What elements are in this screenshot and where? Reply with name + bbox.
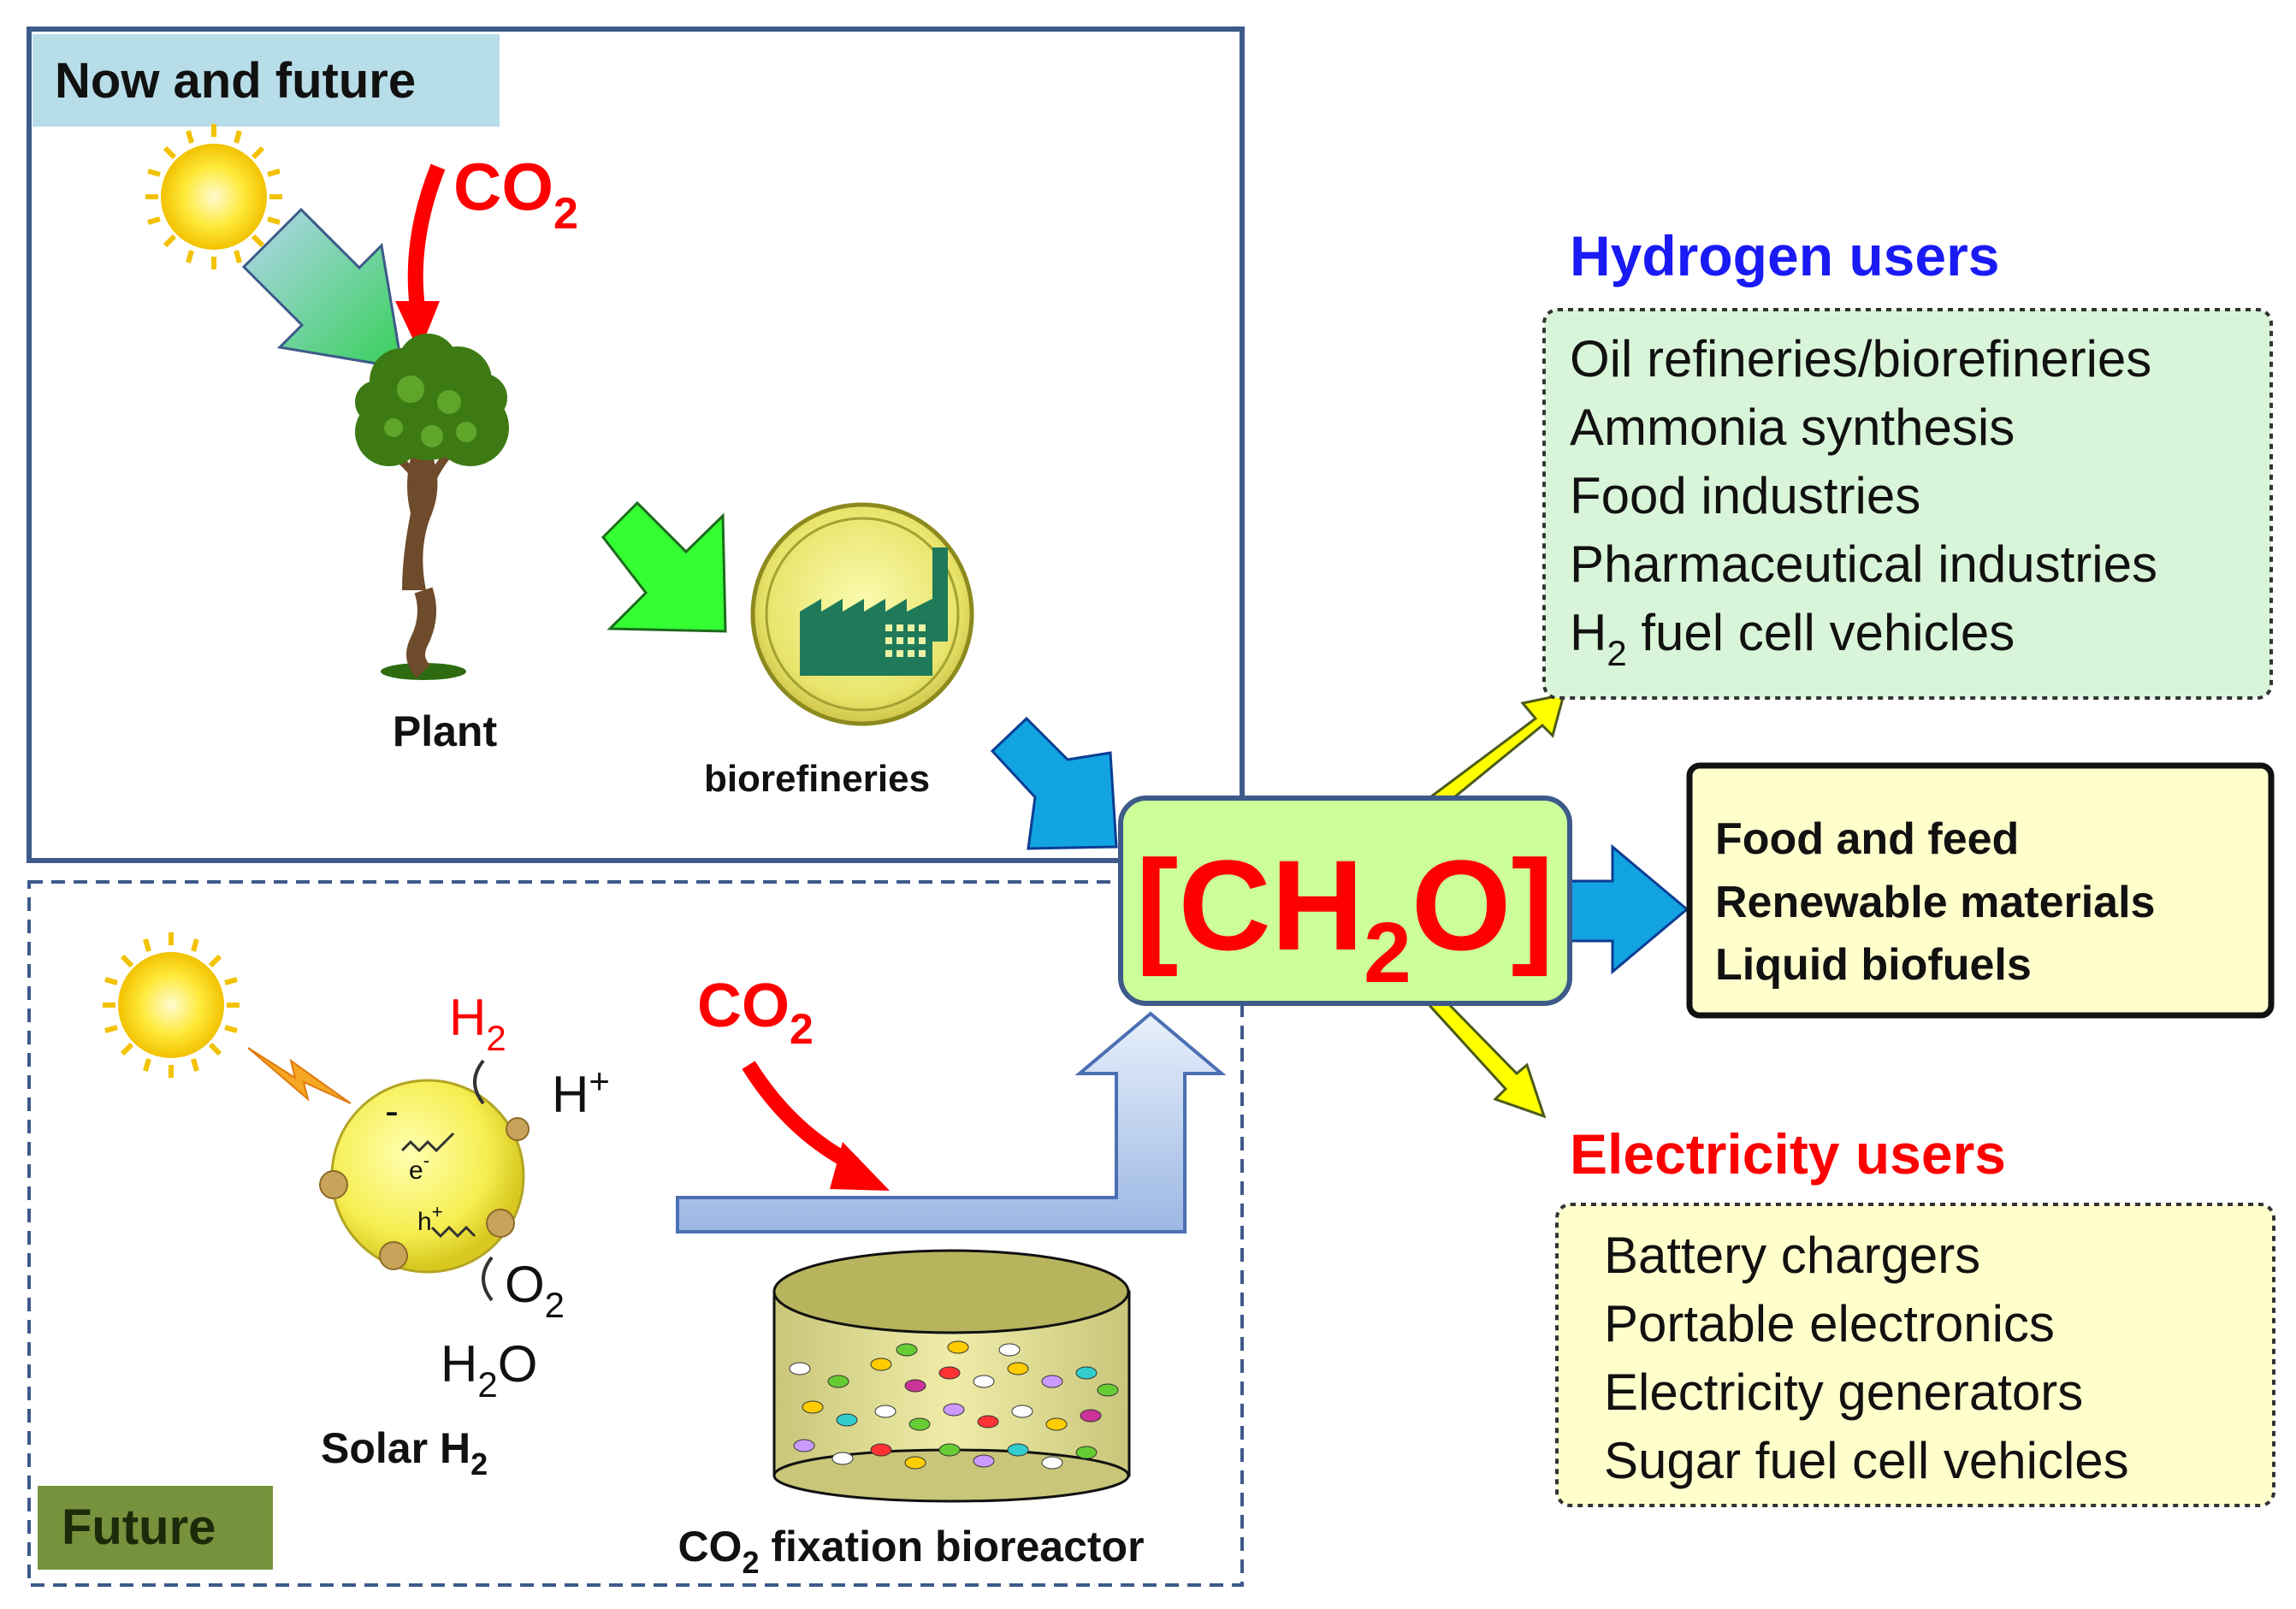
co2-arrow-icon-bottom <box>742 1061 890 1191</box>
electricity-users-box <box>1555 1203 2275 1507</box>
hydrogen-users-box <box>1542 308 2273 700</box>
plant-tree-icon <box>355 334 509 680</box>
hydrogen-user-item: Pharmaceutical industries <box>1570 535 2157 593</box>
biorefinery-factory-icon <box>750 502 974 726</box>
sun-icon-top <box>145 124 282 269</box>
ch2o-center-box <box>1118 796 1572 1006</box>
bioreactor-to-center-arrow-icon <box>676 1011 1227 1233</box>
electron-label: e- <box>409 1150 429 1185</box>
now-and-future-label-box <box>33 34 500 127</box>
biorefineries-label: biorefineries <box>704 758 930 800</box>
electricity-users-title: Electricity users <box>1570 1122 2006 1186</box>
electricity-user-item: Electricity generators <box>1604 1364 2083 1421</box>
future-label: Future <box>62 1500 216 1555</box>
product-item: Liquid biofuels <box>1715 940 2032 990</box>
hole-label: h+ <box>417 1201 443 1236</box>
products-box <box>1686 762 2275 1019</box>
h-plus-label: H+ <box>552 1061 610 1123</box>
future-label-box <box>38 1486 273 1570</box>
h2o-label: H2O <box>441 1335 537 1405</box>
plant-to-biorefinery-arrow-icon <box>601 500 727 633</box>
product-item: Renewable materials <box>1715 878 2155 927</box>
arrow-to-products-icon <box>1568 843 1689 975</box>
solar-h2-label: Solar H2 <box>321 1424 488 1482</box>
bioreactor-tank-icon <box>772 1249 1131 1503</box>
minus-sign-label: - <box>385 1089 399 1134</box>
arrow-to-electricity-users-icon <box>1425 988 1547 1119</box>
sun-icon-bottom <box>103 932 240 1078</box>
co2-label-top: CO2 <box>453 149 578 239</box>
arrow-to-hydrogen-users-icon <box>1424 693 1566 815</box>
electricity-user-item: Portable electronics <box>1604 1295 2055 1352</box>
product-item: Food and feed <box>1715 814 2019 864</box>
o2-label: O2 <box>505 1256 565 1325</box>
lightning-bolt-icon <box>247 1047 352 1104</box>
bioreactor-label: CO2 fixation bioreactor <box>678 1523 1144 1580</box>
hydrogen-user-item: Food industries <box>1570 467 1920 524</box>
hydrogen-user-item: H2 fuel cell vehicles <box>1570 604 2015 673</box>
hydrogen-user-item: Ammonia synthesis <box>1570 399 2015 456</box>
electricity-user-item: Sugar fuel cell vehicles <box>1604 1432 2129 1489</box>
biorefinery-to-center-arrow-icon <box>990 716 1118 850</box>
co2-label-bottom: CO2 <box>697 972 814 1053</box>
h2-product-label: H2 <box>449 989 506 1058</box>
co2-arrow-icon-top <box>395 163 446 352</box>
hydrogen-user-item: Oil refineries/biorefineries <box>1570 330 2151 387</box>
electricity-user-item: Battery chargers <box>1604 1227 1980 1284</box>
photocatalyst-particle-icon <box>319 1059 530 1302</box>
now-and-future-label: Now and future <box>55 53 416 109</box>
hydrogen-users-title: Hydrogen users <box>1570 224 1999 287</box>
plant-label: Plant <box>393 707 498 755</box>
ch2o-label: [CH2O] <box>1136 833 1554 1001</box>
